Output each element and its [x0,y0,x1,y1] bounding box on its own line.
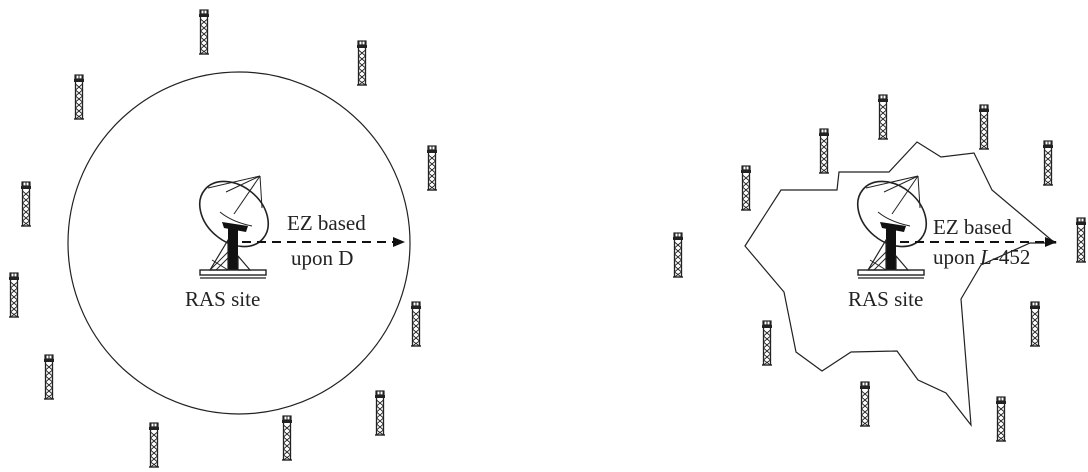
transmitter-tower-icon [20,181,32,227]
transmitter-tower-icon [859,381,871,427]
transmitter-tower-icon [281,415,293,461]
left-panel: EZ based upon D RAS site [8,9,438,468]
ras-dish-icon [844,167,940,279]
transmitter-tower-icon [8,272,20,318]
transmitter-tower-icon [43,354,55,400]
ras-site-label: RAS site [848,287,923,311]
right-panel: EZ based upon L-452 RAS site [672,94,1087,442]
arrow-label-line2: upon L-452 [933,245,1030,269]
ras-dish-icon [186,167,282,279]
arrow-label-line1: EZ based [933,215,1012,239]
transmitter-tower-icon [198,9,210,55]
transmitter-tower-icon [426,145,438,191]
transmitter-towers [8,9,438,468]
transmitter-tower-icon [356,40,368,86]
arrow-label-line2: upon D [291,246,353,270]
transmitter-tower-icon [1075,217,1087,263]
transmitter-tower-icon [761,320,773,366]
transmitter-tower-icon [672,232,684,278]
transmitter-tower-icon [374,390,386,436]
transmitter-tower-icon [740,165,752,211]
transmitter-tower-icon [818,128,830,174]
transmitter-tower-icon [148,422,160,468]
transmitter-tower-icon [1029,301,1041,347]
transmitter-tower-icon [73,74,85,120]
arrow-label-line1: EZ based [287,211,366,235]
transmitter-tower-icon [877,94,889,140]
ras-site-label: RAS site [185,287,260,311]
exclusion-zone-polygon [744,141,1057,427]
transmitter-tower-icon [995,396,1007,442]
transmitter-tower-icon [410,301,422,347]
transmitter-tower-icon [978,104,990,150]
exclusion-zone-circle [67,71,411,415]
transmitter-tower-icon [1042,140,1054,186]
